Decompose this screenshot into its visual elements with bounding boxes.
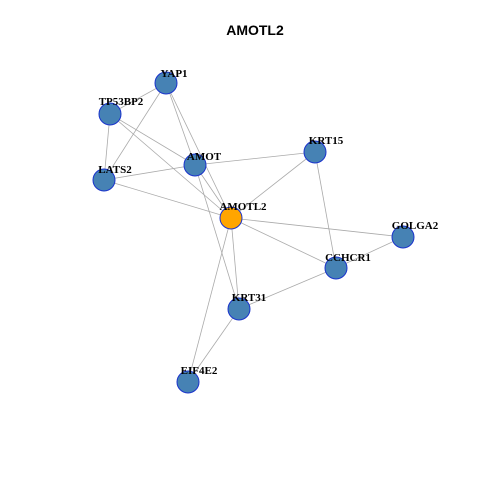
edge-yap1-amotl2 — [165, 82, 232, 219]
node-label: LATS2 — [98, 164, 132, 176]
edge-krt31-eif4e2 — [187, 308, 240, 383]
node-krt31[interactable]: KRT31 — [227, 292, 266, 321]
diagram-title: AMOTL2 — [226, 22, 284, 38]
node-circle[interactable] — [183, 153, 207, 177]
edge-amotl2-krt31 — [230, 217, 240, 310]
node-circle[interactable] — [303, 140, 327, 164]
edges-layer — [103, 82, 404, 383]
edge-amot-krt31 — [194, 164, 240, 310]
node-circle[interactable] — [154, 71, 178, 95]
edge-krt15-cchcr1 — [314, 151, 337, 269]
node-circle[interactable] — [92, 168, 116, 192]
node-label: AMOTL2 — [219, 201, 267, 213]
node-eif4e2[interactable]: EIF4E2 — [176, 365, 218, 394]
edge-golga2-cchcr1 — [335, 236, 404, 269]
node-circle[interactable] — [324, 256, 348, 280]
edge-amotl2-cchcr1 — [230, 217, 337, 269]
edge-amot-lats2 — [103, 164, 196, 181]
node-circle[interactable] — [98, 102, 122, 126]
edge-amotl2-eif4e2 — [187, 217, 232, 383]
node-circle[interactable] — [219, 206, 243, 230]
node-label: CCHCR1 — [325, 252, 371, 264]
node-yap1[interactable]: YAP1 — [154, 68, 188, 95]
edge-krt15-amotl2 — [230, 151, 316, 219]
edge-amotl2-golga2 — [230, 217, 404, 238]
node-amot[interactable]: AMOT — [183, 151, 222, 177]
node-krt15[interactable]: KRT15 — [303, 135, 344, 164]
node-label: GOLGA2 — [392, 220, 439, 232]
node-label: KRT31 — [232, 292, 266, 304]
edge-lats2-amotl2 — [103, 179, 232, 219]
node-circle[interactable] — [227, 297, 251, 321]
node-label: AMOT — [187, 151, 222, 163]
node-circle[interactable] — [176, 370, 200, 394]
node-label: KRT15 — [309, 135, 344, 147]
edge-yap1-lats2 — [103, 82, 167, 181]
node-label: EIF4E2 — [181, 365, 218, 377]
node-golga2[interactable]: GOLGA2 — [391, 220, 439, 249]
node-tp53bp2[interactable]: TP53BP2 — [98, 96, 144, 126]
node-lats2[interactable]: LATS2 — [92, 164, 132, 192]
edge-tp53bp2-amot — [109, 113, 196, 166]
node-cchcr1[interactable]: CCHCR1 — [324, 252, 371, 280]
node-amotl2[interactable]: AMOTL2 — [219, 201, 267, 230]
edge-tp53bp2-amotl2 — [109, 113, 232, 219]
edge-yap1-amot — [165, 82, 196, 166]
edge-amot-krt15 — [194, 151, 316, 166]
node-label: YAP1 — [160, 68, 187, 80]
node-label: TP53BP2 — [99, 96, 144, 108]
node-circle[interactable] — [391, 225, 415, 249]
edge-cchcr1-krt31 — [238, 267, 337, 310]
